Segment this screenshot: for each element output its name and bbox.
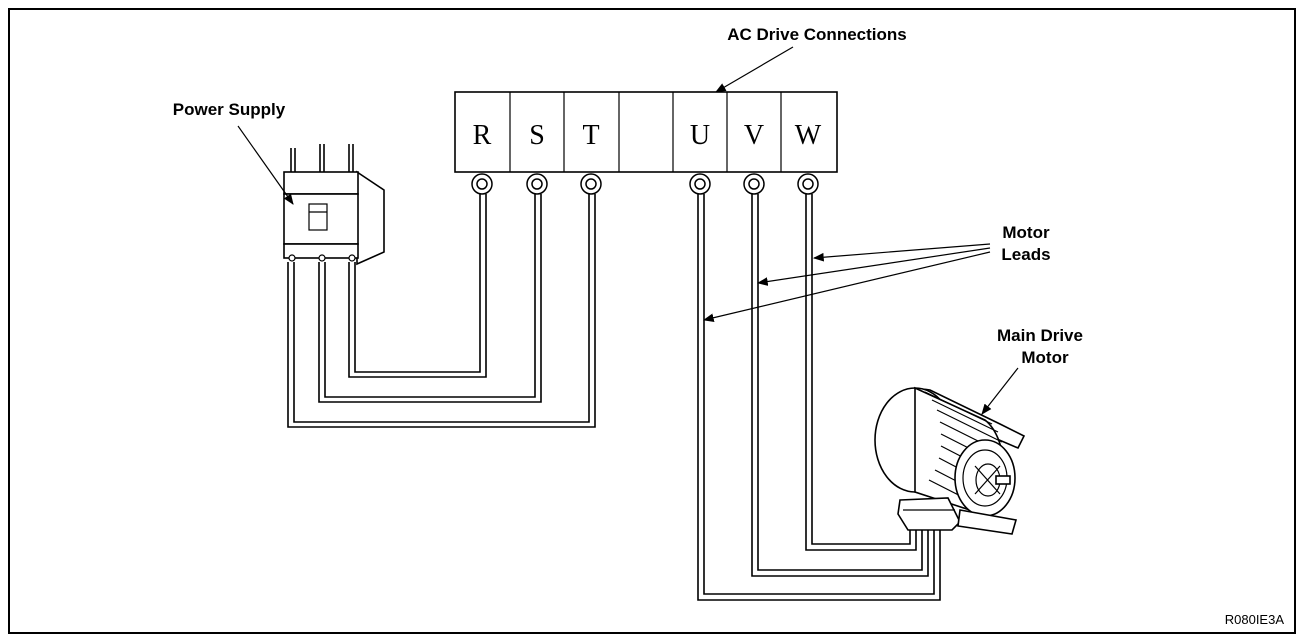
terminal-s-label: S [529, 120, 545, 151]
ac-drive-terminal-block: R S T U V W [454, 91, 838, 173]
terminal-v-label: V [744, 120, 764, 151]
power-supply-icon [283, 144, 385, 266]
motor-lead-arrow-w [812, 243, 991, 262]
main-drive-motor-label-line1: Main Drive [997, 326, 1083, 345]
terminal-screw-t [580, 173, 602, 195]
motor-leads-label-line1: Motor [1002, 223, 1050, 242]
leader-arrows [237, 46, 1019, 415]
supply-wires [287, 194, 596, 428]
terminal-screw-v [743, 173, 765, 195]
power-supply-leader-arrow [237, 125, 294, 205]
diagram-border [8, 8, 1296, 634]
terminal-screw-r [471, 173, 493, 195]
power-supply-label: Power Supply [173, 100, 286, 119]
motor-lead-arrow-u [702, 251, 991, 322]
ac-drive-connections-label: AC Drive Connections [727, 25, 906, 44]
terminal-screw-u [689, 173, 711, 195]
terminal-screw-s [526, 173, 548, 195]
figure-code: R080IE3A [1225, 612, 1285, 627]
ac-drive-leader-arrow [715, 46, 794, 93]
main-drive-motor-leader-arrow [981, 367, 1019, 415]
terminal-screws [471, 173, 819, 195]
motor-lead-arrow-v [756, 247, 991, 286]
terminal-screw-w [797, 173, 819, 195]
motor-leads-label-line2: Leads [1001, 245, 1050, 264]
main-drive-motor-icon [874, 386, 1026, 535]
terminal-u-label: U [690, 120, 710, 151]
terminal-t-label: T [582, 120, 599, 151]
main-drive-motor-label-line2: Motor [1021, 348, 1069, 367]
terminal-r-label: R [473, 120, 492, 151]
motor-lead-wires [697, 194, 941, 601]
terminal-w-label: W [795, 120, 822, 151]
